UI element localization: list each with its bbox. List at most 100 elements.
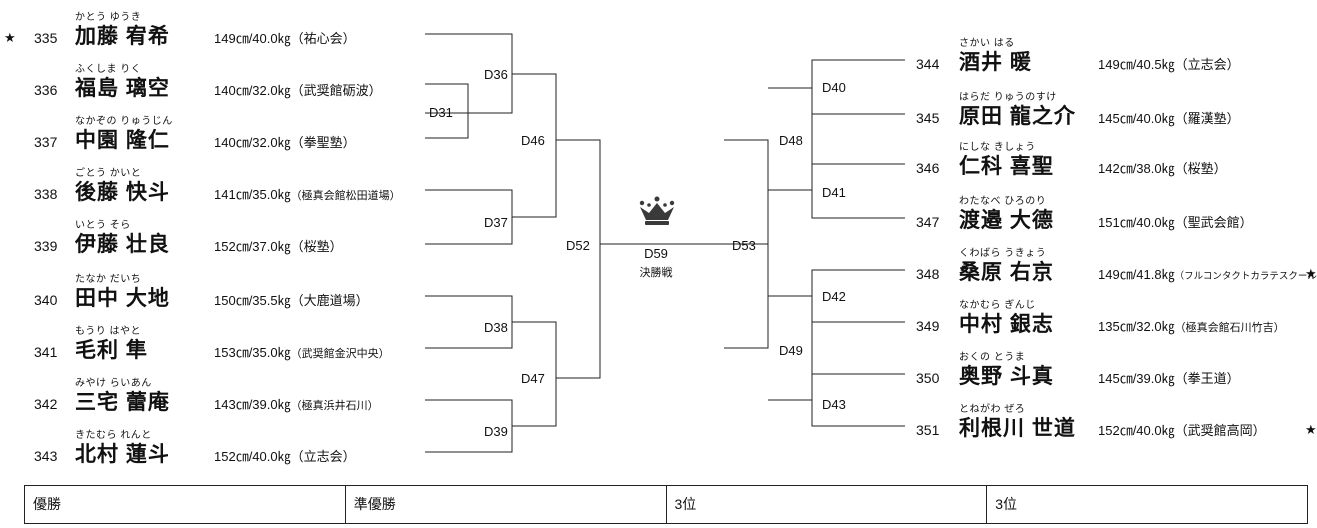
final-match-title: 決勝戦 <box>639 267 673 279</box>
competitor-furigana: さかい はる <box>959 38 1015 49</box>
competitor-name: 中村 銀志 <box>959 313 1054 336</box>
competitor-stats: 141㎝/35.0㎏ <box>214 187 291 202</box>
competitor-furigana: わたなべ ひろのり <box>959 196 1047 207</box>
competitor-furigana: みやけ らいあん <box>75 378 152 389</box>
results-table: 優勝 準優勝 3位 3位 <box>24 485 1308 524</box>
competitor-name: 福島 璃空 <box>75 77 170 100</box>
competitor-stats: 152㎝/37.0㎏ <box>214 239 291 254</box>
competitor-stats: 149㎝/40.0㎏ <box>214 31 291 46</box>
competitor-name: 奥野 斗真 <box>959 365 1054 388</box>
competitor-furigana: もうり はやと <box>75 326 141 337</box>
competitor-info: 141㎝/35.0㎏（極真会館松田道場） <box>214 184 401 203</box>
competitor-furigana: きたむら れんと <box>75 430 152 441</box>
competitor-info: 152㎝/40.0㎏（立志会） <box>214 446 356 465</box>
competitor-info: 143㎝/39.0㎏（極真浜井石川） <box>214 394 379 413</box>
competitor-number: 340 <box>34 292 58 308</box>
competitor-club: （羅漢塾） <box>1174 111 1240 126</box>
competitor-furigana: ごとう かいと <box>75 168 142 179</box>
competitor-info: 150㎝/35.5㎏（大鹿道場） <box>214 290 369 309</box>
competitor-info: 153㎝/35.0㎏（武奨館金沢中央） <box>214 342 390 361</box>
competitor-club: （拳聖塾） <box>290 135 356 150</box>
competitor-seed-star-icon: ★ <box>1305 266 1317 281</box>
competitor-number: 343 <box>34 448 58 464</box>
competitor-club: （立志会） <box>1174 57 1240 72</box>
competitor-name: 中園 隆仁 <box>75 129 170 152</box>
competitor-name: 原田 龍之介 <box>959 105 1076 128</box>
competitor-club: （立志会） <box>290 449 356 464</box>
final-match-label: D59 <box>644 246 668 261</box>
result-third-1: 3位 <box>665 485 988 524</box>
competitor-stats: 140㎝/32.0㎏ <box>214 83 291 98</box>
competitor-furigana: かとう ゆうき <box>75 12 142 23</box>
competitor-furigana: くわばら うきょう <box>959 248 1047 259</box>
competitor-furigana: おくの とうま <box>959 352 1026 363</box>
competitor-furigana: たなか だいち <box>75 274 142 285</box>
competitor-stats: 145㎝/40.0㎏ <box>1098 111 1175 126</box>
competitor-number: 350 <box>916 370 940 386</box>
competitor-stats: 151㎝/40.0㎏ <box>1098 215 1175 230</box>
result-third-2: 3位 <box>986 485 1308 524</box>
competitor-stats: 150㎝/35.5㎏ <box>214 293 291 308</box>
competitor-name: 伊藤 壮良 <box>75 233 170 256</box>
competitor-stats: 135㎝/32.0㎏ <box>1098 319 1175 334</box>
competitor-number: 336 <box>34 82 58 98</box>
competitor-name: 酒井 暖 <box>959 51 1032 74</box>
competitor-info: 149㎝/40.5㎏（立志会） <box>1098 54 1240 73</box>
competitor-info: 152㎝/40.0㎏（武奨館高岡） <box>1098 420 1266 439</box>
competitor-number: 337 <box>34 134 58 150</box>
competitor-entry: ★ 348 くわばら うきょう桑原 右京 149㎝/41.8㎏（フルコンタクトカラテス… <box>0 244 1317 284</box>
competitor-name: 北村 蓮斗 <box>75 443 170 466</box>
competitor-name: 渡邉 大德 <box>959 209 1054 232</box>
competitor-info: 149㎝/40.0㎏（祐心会） <box>214 28 356 47</box>
competitor-club: （武奨館金沢中央） <box>290 348 390 360</box>
competitor-seed-star-icon: ★ <box>1305 422 1317 437</box>
competitor-info: 140㎝/32.0㎏（武奨館砺波） <box>214 80 382 99</box>
competitor-info: 152㎝/37.0㎏（桜塾） <box>214 236 343 255</box>
competitor-name: 後藤 快斗 <box>75 181 170 204</box>
competitor-entry: 349 なかむら ぎんじ中村 銀志 135㎝/32.0㎏（極真会館石川竹吉） <box>0 296 1317 336</box>
competitor-number: 349 <box>916 318 940 334</box>
competitor-stats: 149㎝/40.5㎏ <box>1098 57 1175 72</box>
competitor-stats: 152㎝/40.0㎏ <box>1098 423 1175 438</box>
competitor-stats: 142㎝/38.0㎏ <box>1098 161 1175 176</box>
competitor-club: （大鹿道場） <box>290 293 369 308</box>
competitor-furigana: なかむら ぎんじ <box>959 300 1036 311</box>
competitor-name: 桑原 右京 <box>959 261 1054 284</box>
competitor-name: 加藤 宥希 <box>75 25 170 48</box>
competitor-number: 335 <box>34 30 58 46</box>
competitor-stats: 140㎝/32.0㎏ <box>214 135 291 150</box>
competitor-club: （祐心会） <box>290 31 356 46</box>
competitor-club: （桜塾） <box>1174 161 1227 176</box>
competitor-info: 145㎝/39.0㎏（拳王道） <box>1098 368 1240 387</box>
competitor-club: （フルコンタクトカラテスクール） <box>1174 271 1317 282</box>
competitor-number: 342 <box>34 396 58 412</box>
competitor-info: 151㎝/40.0㎏（聖武会館） <box>1098 212 1253 231</box>
competitor-number: 351 <box>916 422 940 438</box>
competitor-info: 145㎝/40.0㎏（羅漢塾） <box>1098 108 1240 127</box>
result-champion: 優勝 <box>24 485 346 524</box>
competitor-name: 利根川 世道 <box>959 417 1076 440</box>
competitor-club: （武奨館砺波） <box>290 83 382 98</box>
competitor-number: 346 <box>916 160 940 176</box>
competitor-entry: 350 おくの とうま奥野 斗真 145㎝/39.0㎏（拳王道） <box>0 348 1317 388</box>
competitor-club: （武奨館高岡） <box>1174 423 1266 438</box>
competitor-info: 149㎝/41.8㎏（フルコンタクトカラテスクール） <box>1098 264 1317 283</box>
competitor-furigana: いとう そら <box>75 220 131 231</box>
competitor-stats: 153㎝/35.0㎏ <box>214 345 291 360</box>
competitor-furigana: にしな きしょう <box>959 142 1036 153</box>
competitor-number: 348 <box>916 266 940 282</box>
competitor-club: （極真会館石川竹吉） <box>1174 322 1285 334</box>
competitor-number: 341 <box>34 344 58 360</box>
competitor-seed-star-icon: ★ <box>4 30 16 45</box>
result-runner-up: 準優勝 <box>344 485 667 524</box>
